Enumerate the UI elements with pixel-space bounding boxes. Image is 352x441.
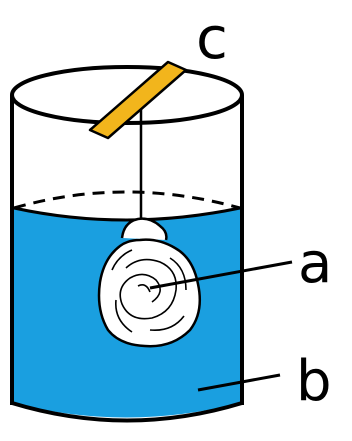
rod-c bbox=[88, 60, 188, 140]
beaker-bottom bbox=[11, 401, 243, 423]
label-c: c bbox=[196, 4, 228, 72]
object-texture bbox=[111, 249, 187, 333]
object-a bbox=[97, 238, 201, 348]
leader-line-b bbox=[197, 373, 281, 392]
label-a: a bbox=[298, 231, 332, 296]
object-top-above-water bbox=[120, 217, 168, 241]
water-surface-front-edge bbox=[13, 206, 241, 222]
leader-line-a bbox=[149, 260, 293, 290]
water-surface-back-edge-dashed bbox=[13, 190, 241, 210]
label-b: b bbox=[296, 349, 332, 414]
